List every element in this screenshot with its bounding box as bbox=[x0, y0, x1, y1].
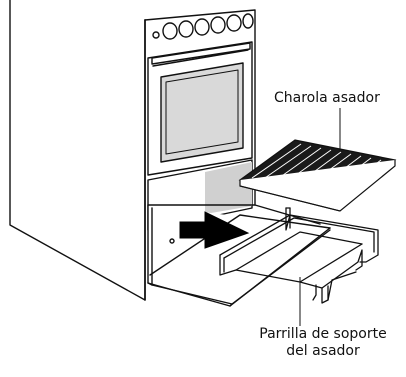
leader-lines bbox=[299, 108, 341, 326]
broiler-rack bbox=[219, 207, 379, 304]
broiler-tray-label: Charola asador bbox=[274, 90, 380, 106]
control-knobs bbox=[152, 13, 254, 40]
stove-front-panel bbox=[144, 9, 256, 301]
insert-arrow bbox=[179, 211, 250, 249]
oven-door bbox=[147, 41, 253, 176]
broiler-rack-label: Parrilla de soporte del asador bbox=[240, 326, 406, 360]
broiler-rack-label-line2: del asador bbox=[286, 343, 360, 359]
broiler-rack-label-line1: Parrilla de soporte bbox=[259, 326, 387, 342]
stove-side-panel bbox=[9, 0, 146, 301]
broiler-tray bbox=[238, 139, 397, 212]
